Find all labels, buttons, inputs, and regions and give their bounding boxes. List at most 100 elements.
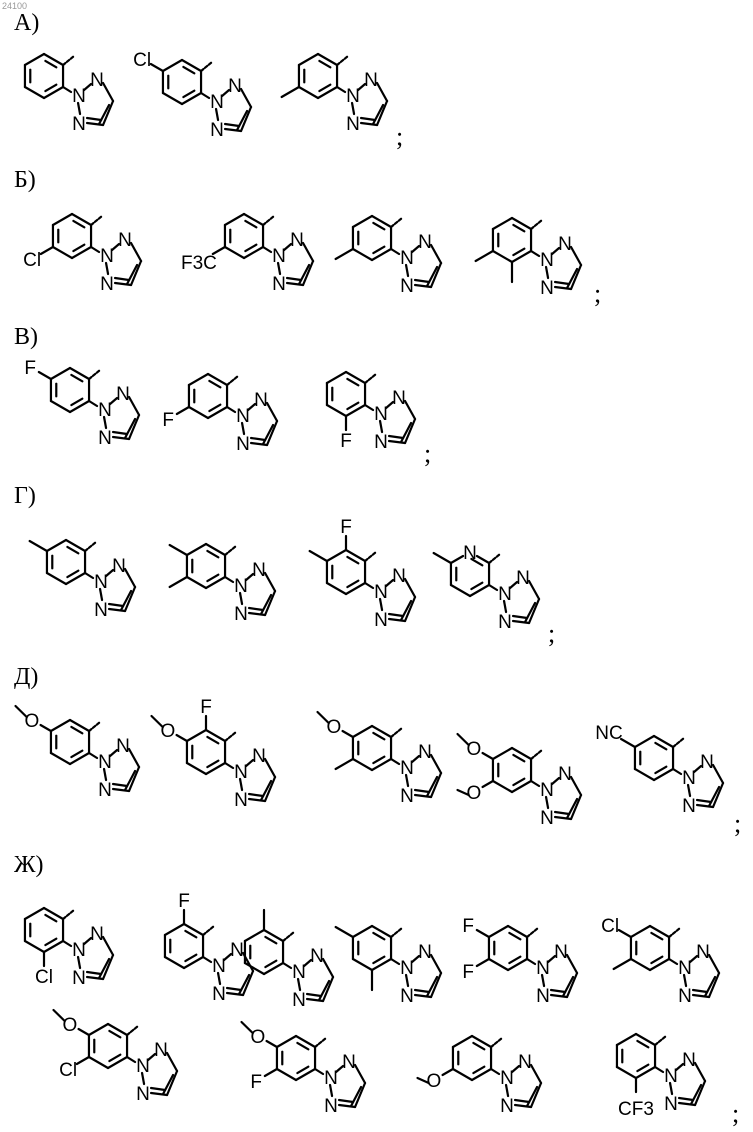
- ring-bond: [163, 60, 182, 71]
- structure-18: NNNOO: [458, 734, 582, 829]
- triazole-n3: N: [682, 796, 696, 817]
- structure-14: NNNN: [434, 543, 539, 633]
- triazole-bond: [431, 755, 441, 773]
- ring-bond: [512, 251, 531, 262]
- triazole-double-bond: [151, 1088, 165, 1090]
- n-aryl-bond: [225, 763, 233, 768]
- triazole-bond: [265, 759, 275, 777]
- double-bond: [637, 1041, 648, 1047]
- ring-bond: [277, 1036, 296, 1047]
- ring-bond: [187, 544, 206, 555]
- triazole-double-bond: [225, 124, 239, 126]
- structure-6: NNN: [336, 216, 441, 297]
- triazole-double-bond: [551, 990, 565, 992]
- ring-bond: [318, 54, 337, 65]
- ring-bond: [299, 87, 318, 98]
- substituent-8-1-f: F: [24, 358, 36, 379]
- structure-4: NNNCl: [23, 214, 141, 295]
- triazole-n2: N: [230, 940, 244, 961]
- ring-bond: [245, 963, 264, 974]
- attachment-point: [203, 926, 214, 935]
- triazole-n3: N: [234, 790, 248, 811]
- triazole-n2: N: [418, 742, 432, 763]
- triazole-n2: N: [254, 390, 268, 411]
- structure-5: NNNF3C: [181, 214, 313, 295]
- attachment-point: [365, 552, 376, 561]
- ring-bond: [187, 763, 206, 774]
- attachment-point: [315, 1038, 326, 1047]
- triazole-n2: N: [696, 942, 710, 963]
- double-bond: [347, 403, 358, 409]
- ring-bond: [206, 730, 225, 741]
- ring-bond: [182, 93, 201, 104]
- double-bond: [71, 399, 82, 405]
- semicolon-b: ;: [594, 279, 601, 308]
- substituent-26-1-oxygen: O: [63, 1015, 78, 1036]
- ring-bond: [493, 218, 512, 229]
- double-bond: [71, 375, 82, 381]
- double-bond: [207, 761, 218, 767]
- substituent-27-2-f: F: [250, 1072, 262, 1093]
- ring-bond: [165, 924, 184, 935]
- double-bond: [245, 245, 256, 251]
- triazole-double-bond: [415, 280, 429, 282]
- triazole-bond: [405, 401, 415, 419]
- n-aryl-bond: [203, 957, 211, 962]
- attachment-point: [531, 220, 542, 229]
- ring-bond: [25, 908, 44, 919]
- ring-bond: [296, 1069, 315, 1080]
- substituent-24-2-f: F: [462, 962, 474, 983]
- ring-bond: [208, 374, 227, 385]
- ring-bond: [346, 372, 365, 383]
- n-aryl-bond: [531, 251, 539, 256]
- ring-bond: [493, 251, 512, 262]
- attachment-point: [89, 722, 100, 731]
- substituent-27-1-oxygen: O: [251, 1027, 266, 1048]
- structure-19: NNNNC: [595, 723, 723, 817]
- structure-24: NNNFF: [462, 916, 577, 1007]
- methyl-bond: [170, 577, 187, 587]
- triazole-bond: [129, 397, 139, 415]
- double-bond: [73, 245, 84, 251]
- halogen-bond: [265, 1069, 277, 1076]
- triazole-double-bond: [415, 790, 429, 792]
- triazole-n3: N: [212, 984, 226, 1005]
- triazole-bond: [567, 955, 577, 973]
- structure-23: NNN: [336, 926, 441, 1007]
- triazole-bond: [713, 765, 723, 783]
- double-bond: [45, 85, 56, 91]
- ring-bond: [508, 959, 527, 970]
- triazole-bond: [167, 1053, 177, 1071]
- n-aryl-bond: [337, 87, 345, 92]
- double-bond: [209, 405, 220, 411]
- ring-bond: [372, 249, 391, 260]
- methoxy-bond: [79, 1029, 89, 1035]
- ring-bond: [372, 759, 391, 770]
- substituent-17-1-oxygen: O: [327, 717, 342, 738]
- double-bond: [373, 223, 384, 229]
- ring-bond: [353, 759, 372, 770]
- halogen-bond: [151, 64, 163, 71]
- double-bond: [373, 933, 384, 939]
- structure-27: NNNOF: [242, 1022, 366, 1117]
- attachment-point: [283, 932, 294, 941]
- semicolon-a: ;: [396, 122, 403, 151]
- n-aryl-bond: [365, 405, 373, 410]
- double-bond: [637, 1065, 648, 1071]
- ring-bond: [72, 214, 91, 225]
- ring-bond: [327, 405, 346, 416]
- group-label-a: А): [14, 10, 39, 36]
- ring-bond: [636, 1034, 655, 1045]
- attachment-point: [227, 376, 238, 385]
- substituent-19-1-nitrile: NC: [595, 723, 622, 744]
- ring-bond: [296, 1036, 315, 1047]
- structure-9: NNNF: [162, 374, 277, 455]
- substituent-25-1-cl: Cl: [601, 916, 619, 937]
- methyl-bond: [30, 541, 47, 551]
- ring-bond: [44, 908, 63, 919]
- triazole-bond: [377, 83, 387, 101]
- double-bond: [513, 755, 524, 761]
- triazole-n3: N: [678, 986, 692, 1007]
- triazole-n3: N: [72, 968, 86, 989]
